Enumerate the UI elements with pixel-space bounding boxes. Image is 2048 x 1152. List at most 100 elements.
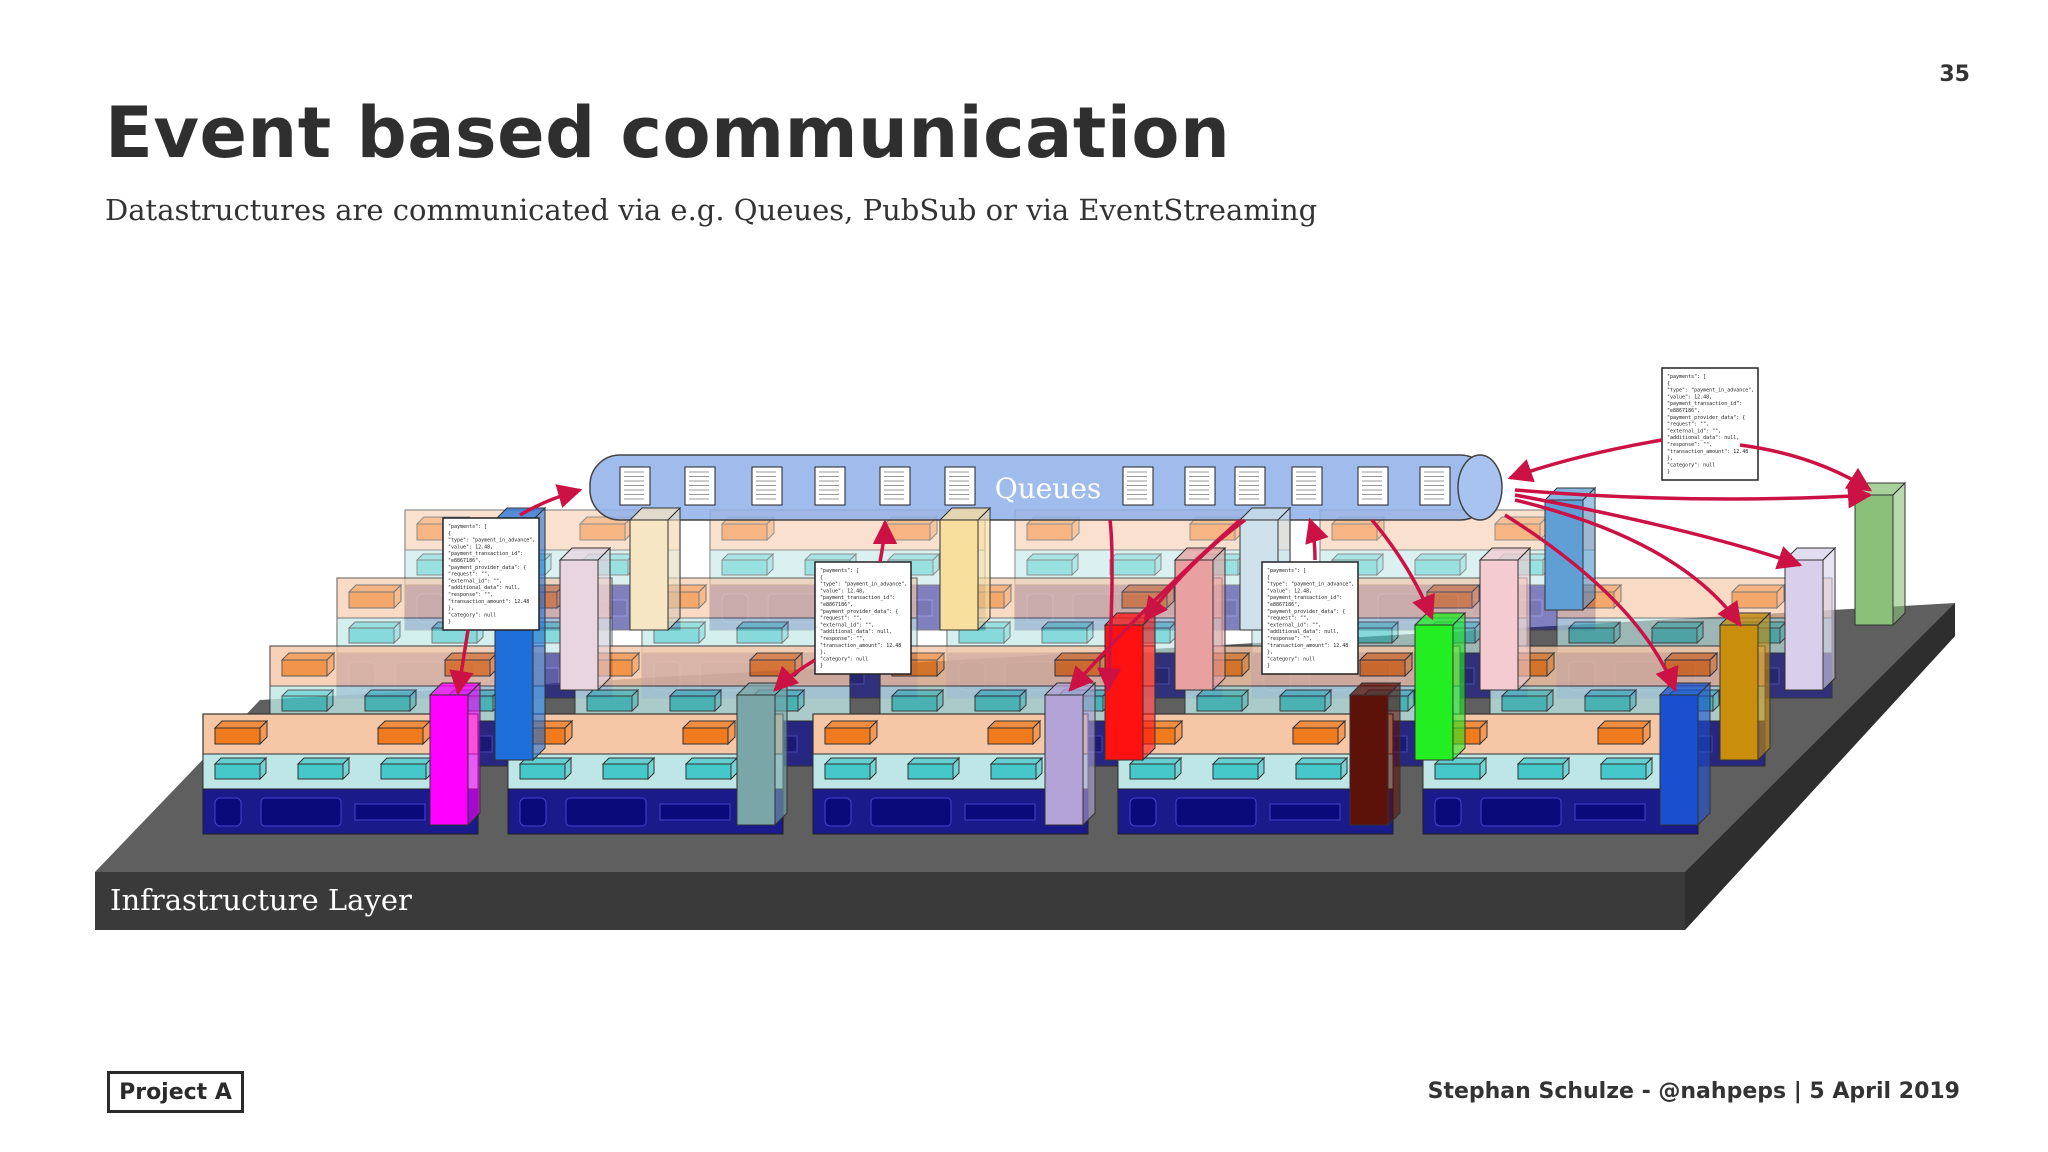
payload-line: "payment_transaction_id": (1667, 401, 1742, 407)
teal-module-top (1294, 757, 1349, 765)
payload-line: } (820, 663, 823, 669)
teal-module-front (1196, 695, 1243, 712)
queued-message-icon (1184, 466, 1216, 506)
orange-module-front (884, 523, 931, 541)
teal-module-top (803, 553, 858, 561)
event-arrow (1739, 443, 1873, 492)
service-pillar-side (977, 506, 991, 632)
slide-subtitle: Datastructures are communicated via e.g.… (105, 193, 1318, 227)
footer-credit: Stephan Schulze - @nahpeps | 5 April 201… (1427, 1079, 1960, 1104)
teal-module-top (363, 689, 418, 697)
orange-module-front (1731, 591, 1778, 609)
service-pillar-front (1349, 694, 1389, 826)
payload-line: "type": "payment_in_advance", (448, 538, 535, 544)
payload-line: "payment_provider_data": { (1267, 609, 1345, 615)
teal-module-front (1279, 695, 1326, 712)
orange-module-front (579, 523, 626, 541)
disk-slot (354, 803, 426, 821)
event-arrow (773, 658, 816, 692)
orange-module-top (823, 720, 879, 729)
queued-message-icon (879, 466, 911, 506)
service-pillar-front (629, 519, 669, 631)
teal-module-front (685, 763, 732, 780)
payload-line: }, (1667, 456, 1673, 462)
teal-module (1195, 688, 1250, 713)
payload-card-bg (442, 517, 540, 631)
service-pillar-front (1174, 559, 1214, 691)
teal-module-top (280, 689, 335, 697)
server-cluster (812, 713, 1089, 835)
event-arrow (1305, 517, 1329, 561)
teal-module (1413, 552, 1468, 577)
orange-module-front (214, 727, 261, 745)
teal-module-front (824, 763, 871, 780)
teal-module-top (347, 621, 402, 629)
teal-module-front (602, 763, 649, 780)
orange-module-front (824, 727, 871, 745)
service-pillar-side (1517, 546, 1531, 692)
queued-message-icon (1122, 466, 1154, 506)
teal-module-top (1330, 553, 1385, 561)
service-pillar-side (597, 546, 611, 692)
teal-module (1128, 756, 1183, 781)
teal-module-top (1650, 621, 1705, 629)
service-pillar-front (736, 694, 776, 826)
service-pillar (1103, 611, 1157, 762)
payload-line: { (1667, 381, 1670, 387)
orange-module-top (748, 652, 804, 661)
teal-module (1278, 688, 1333, 713)
orange-module-front (348, 591, 395, 609)
teal-module-top (823, 757, 878, 765)
service-pillar-side (1142, 611, 1156, 762)
payload-line: "additional_data": null, (448, 585, 520, 591)
payload-line: "payment_transaction_id": (820, 595, 895, 601)
service-pillar-side (1757, 611, 1771, 762)
service-pillar-side (1452, 611, 1466, 762)
service-pillar-side (1892, 481, 1906, 627)
event-arrow (1514, 498, 1742, 628)
service-pillar (628, 506, 682, 632)
payload-line: "type": "payment_in_advance", (820, 582, 907, 588)
teal-module-front (348, 627, 395, 644)
teal-module-front (297, 763, 344, 780)
teal-module-top (1583, 689, 1638, 697)
service-pillar-front (939, 519, 979, 631)
service-pillar (558, 546, 612, 692)
service-pillar (1413, 611, 1467, 762)
orange-module (1291, 719, 1347, 746)
page-number: 35 (1939, 62, 1970, 87)
teal-module (890, 688, 945, 713)
service-pillar (735, 681, 789, 827)
teal-module (1650, 620, 1705, 645)
payload-line: } (448, 619, 451, 625)
teal-module (1040, 620, 1095, 645)
payload-line: "payment_transaction_id": (448, 551, 523, 557)
payload-line: "additional_data": null, (1267, 629, 1339, 635)
teal-module-front (653, 627, 700, 644)
teal-module-top (906, 757, 961, 765)
payload-line: "response": "", (1267, 636, 1312, 642)
teal-module (379, 756, 434, 781)
disk-slot (964, 803, 1036, 821)
orange-module-front (987, 727, 1034, 745)
payload-line: "value": 12.48, (1667, 394, 1712, 400)
event-arrow (1514, 493, 1803, 570)
orange-module (280, 651, 336, 678)
service-pillar (938, 506, 992, 632)
service-pillar (1658, 681, 1712, 827)
teal-module-top (1500, 689, 1555, 697)
payload-card-bg (1261, 561, 1359, 675)
teal-module-top (684, 757, 739, 765)
orange-module-front (1026, 523, 1073, 541)
teal-module-top (735, 621, 790, 629)
queue-end-cap (1457, 454, 1503, 521)
teal-module (973, 688, 1028, 713)
teal-module-front (1568, 627, 1615, 644)
teal-module-top (1025, 553, 1080, 561)
service-pillars-layer (428, 481, 1907, 827)
payload-line: "additional_data": null, (820, 629, 892, 635)
orange-module (376, 719, 432, 746)
payload-line: "category": null (1267, 656, 1315, 662)
teal-module (1433, 756, 1488, 781)
